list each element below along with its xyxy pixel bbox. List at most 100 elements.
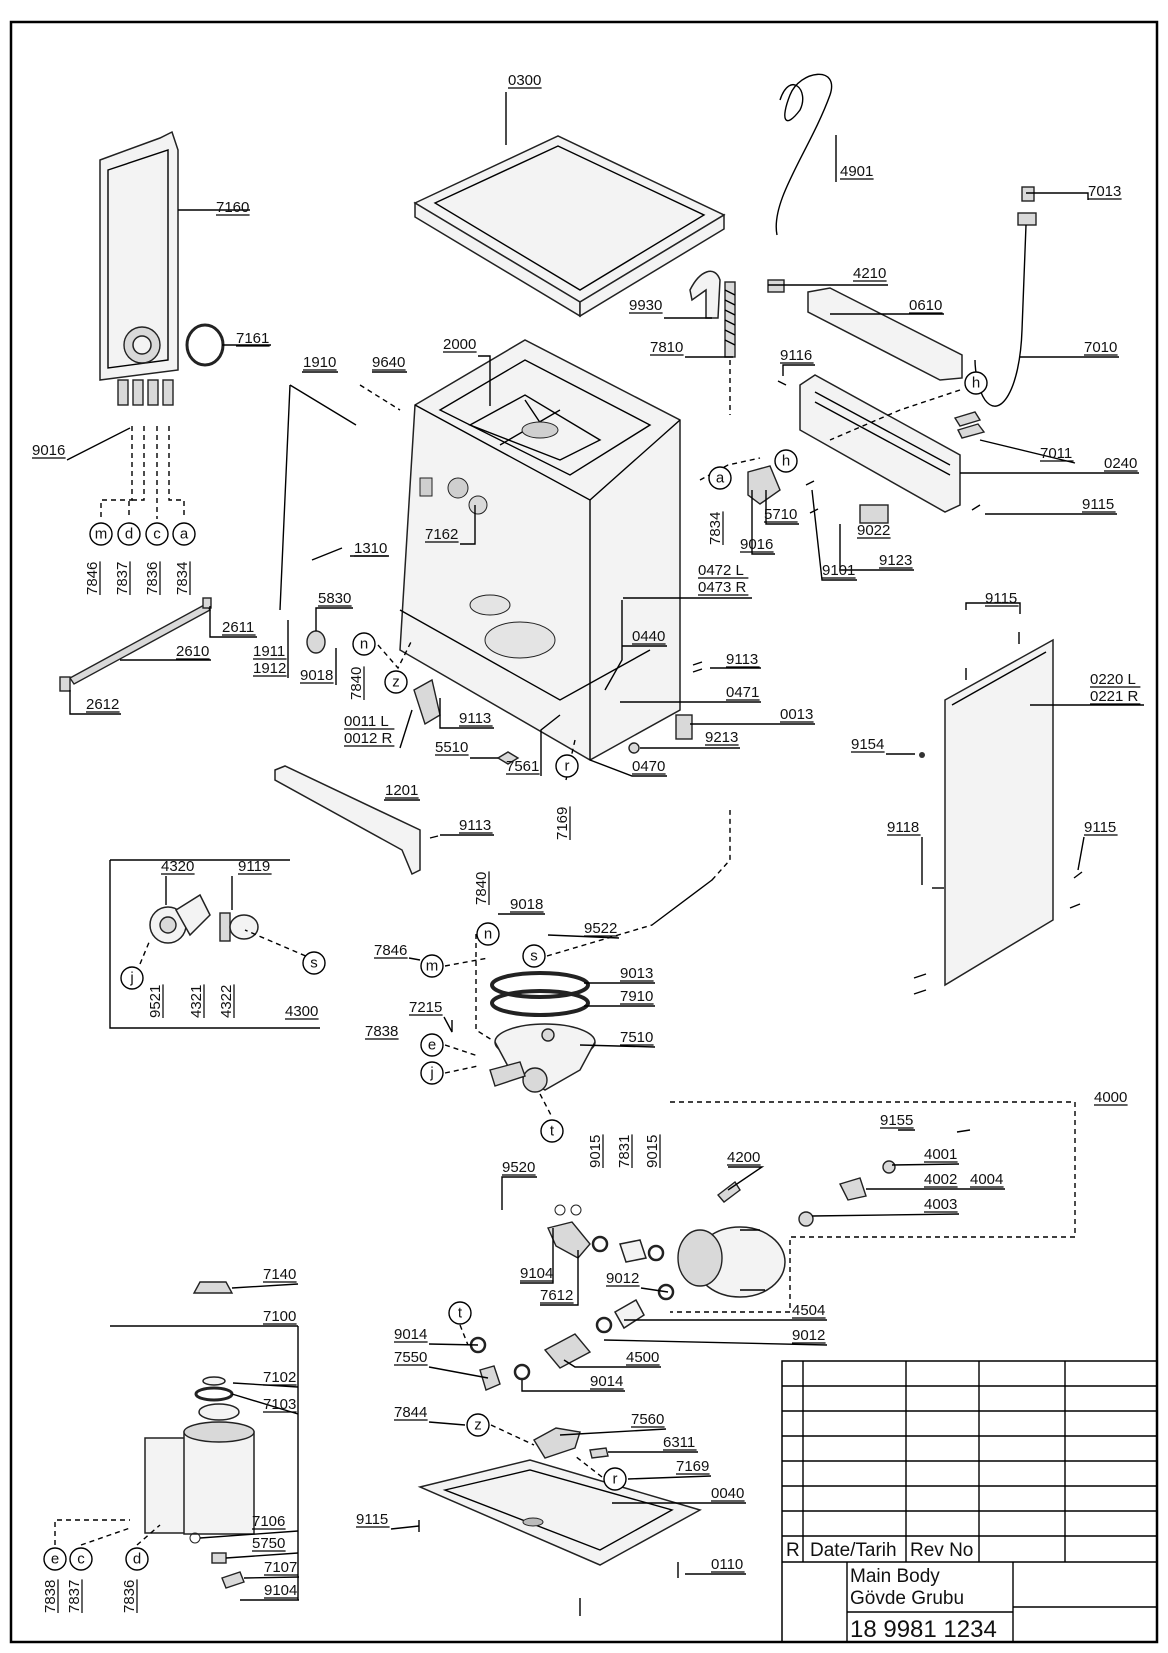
part-label: 7169 [676,1458,709,1475]
callout-letter: z [392,674,400,691]
part-label: 0221 R [1090,688,1139,705]
callout-letter: s [310,955,318,972]
callout-n: n [476,922,500,946]
part-4000-wash-pump [677,1160,896,1298]
part-label-vertical: 7837 [66,1580,83,1613]
part-screws [418,380,1083,1532]
title-block-rev-label: Rev No [910,1540,973,1561]
part-label: 7100 [263,1308,296,1325]
callout-letter: r [613,1471,618,1488]
callout-letter: a [180,526,189,543]
sheet-border [9,20,1159,1644]
part-label: 7102 [263,1369,296,1386]
part-label: 9640 [372,354,405,371]
leader-lines [54,92,1144,1601]
part-label: 9154 [851,736,884,753]
callout-s: s [302,951,326,975]
callout-circle [448,1301,472,1325]
part-label: 4210 [853,265,886,282]
part-label: 7810 [650,339,683,356]
part-label: 7161 [236,330,269,347]
part-7831-tube [619,1239,647,1263]
callout-z: z [466,1413,490,1437]
part-label: 4300 [285,1003,318,1020]
callout-letter: j [129,970,133,987]
callout-circle [964,371,988,395]
part-label-vertical: 7840 [473,872,490,905]
part-label: 1911 [253,643,285,660]
part-7160-side-panel [99,130,179,406]
part-label: 9018 [300,667,333,684]
callout-circle [89,522,113,546]
part-label: 4901 [840,163,873,180]
part-4500 [543,1333,592,1369]
callout-letter: a [716,470,725,487]
part-label: 7910 [620,988,653,1005]
part-label: 7140 [263,1266,296,1283]
callout-r: r [603,1467,627,1491]
callout-c: c [69,1547,93,1571]
part-label: 9014 [590,1373,623,1390]
callout-circle [145,522,169,546]
part-label: 2610 [176,643,209,660]
part-7550-elbow [479,1365,501,1391]
part-label: 0300 [508,72,541,89]
part-label: 2612 [86,696,119,713]
callout-j: j [420,1061,444,1085]
part-label: 9113 [459,710,491,727]
part-7510-sump [489,1023,596,1093]
part-6311 [589,1447,609,1459]
part-label: 9115 [1084,819,1116,836]
part-label: 7107 [264,1559,297,1576]
part-label: 7160 [216,199,249,216]
part-label: 9155 [880,1112,913,1129]
callout-m: m [420,954,444,978]
part-label-vertical: 9015 [644,1135,661,1168]
part-9640 [359,384,401,411]
callout-letter: n [484,926,492,943]
callout-letter: c [153,526,161,543]
part-9522-hose [651,879,713,926]
part-label: 9113 [726,651,758,668]
part-label: 4001 [924,1146,957,1163]
part-label: 5710 [764,506,797,523]
callout-circle [302,951,326,975]
part-label: 0011 L [344,713,389,730]
part-1310 [311,547,343,561]
part-5510 [496,751,520,765]
part-label-vertical: 7836 [144,562,161,595]
callout-h: h [964,371,988,395]
part-label: 7550 [394,1349,427,1366]
part-label: 7561 [506,758,539,775]
part-4901-hose [775,73,833,236]
part-label: 4320 [161,858,194,875]
callout-t: t [540,1119,564,1143]
part-9520 [554,1204,566,1216]
callout-letter: t [550,1123,555,1140]
part-label: 9118 [887,819,919,836]
callout-circle [555,754,579,778]
part-label: 1910 [303,354,336,371]
part-label: 2000 [443,336,476,353]
part-label-vertical: 7169 [554,807,571,840]
part-label: 0472 L [698,562,744,579]
title-block-title-en: Main Body [850,1566,940,1587]
part-label: 4002 [924,1171,957,1188]
callout-letter: z [474,1417,482,1434]
part-label: 7560 [631,1411,664,1428]
part-7810-spring [724,281,736,358]
part-0300-top-panel [413,135,726,318]
part-label: 4500 [626,1349,659,1366]
part-label: 0220 L [1090,671,1136,688]
part-label: 4200 [727,1149,760,1166]
callout-letter: h [782,453,790,470]
title-block-drawing-number: 18 9981 1234 [850,1616,997,1643]
part-label: 9018 [510,896,543,913]
part-label: 0471 [726,684,759,701]
part-4210-clip [767,279,785,293]
part-label: 7103 [263,1396,296,1413]
part-label-vertical: 7834 [174,562,191,595]
part-label-vertical: 7838 [42,1580,59,1613]
callout-letter: r [565,758,570,775]
